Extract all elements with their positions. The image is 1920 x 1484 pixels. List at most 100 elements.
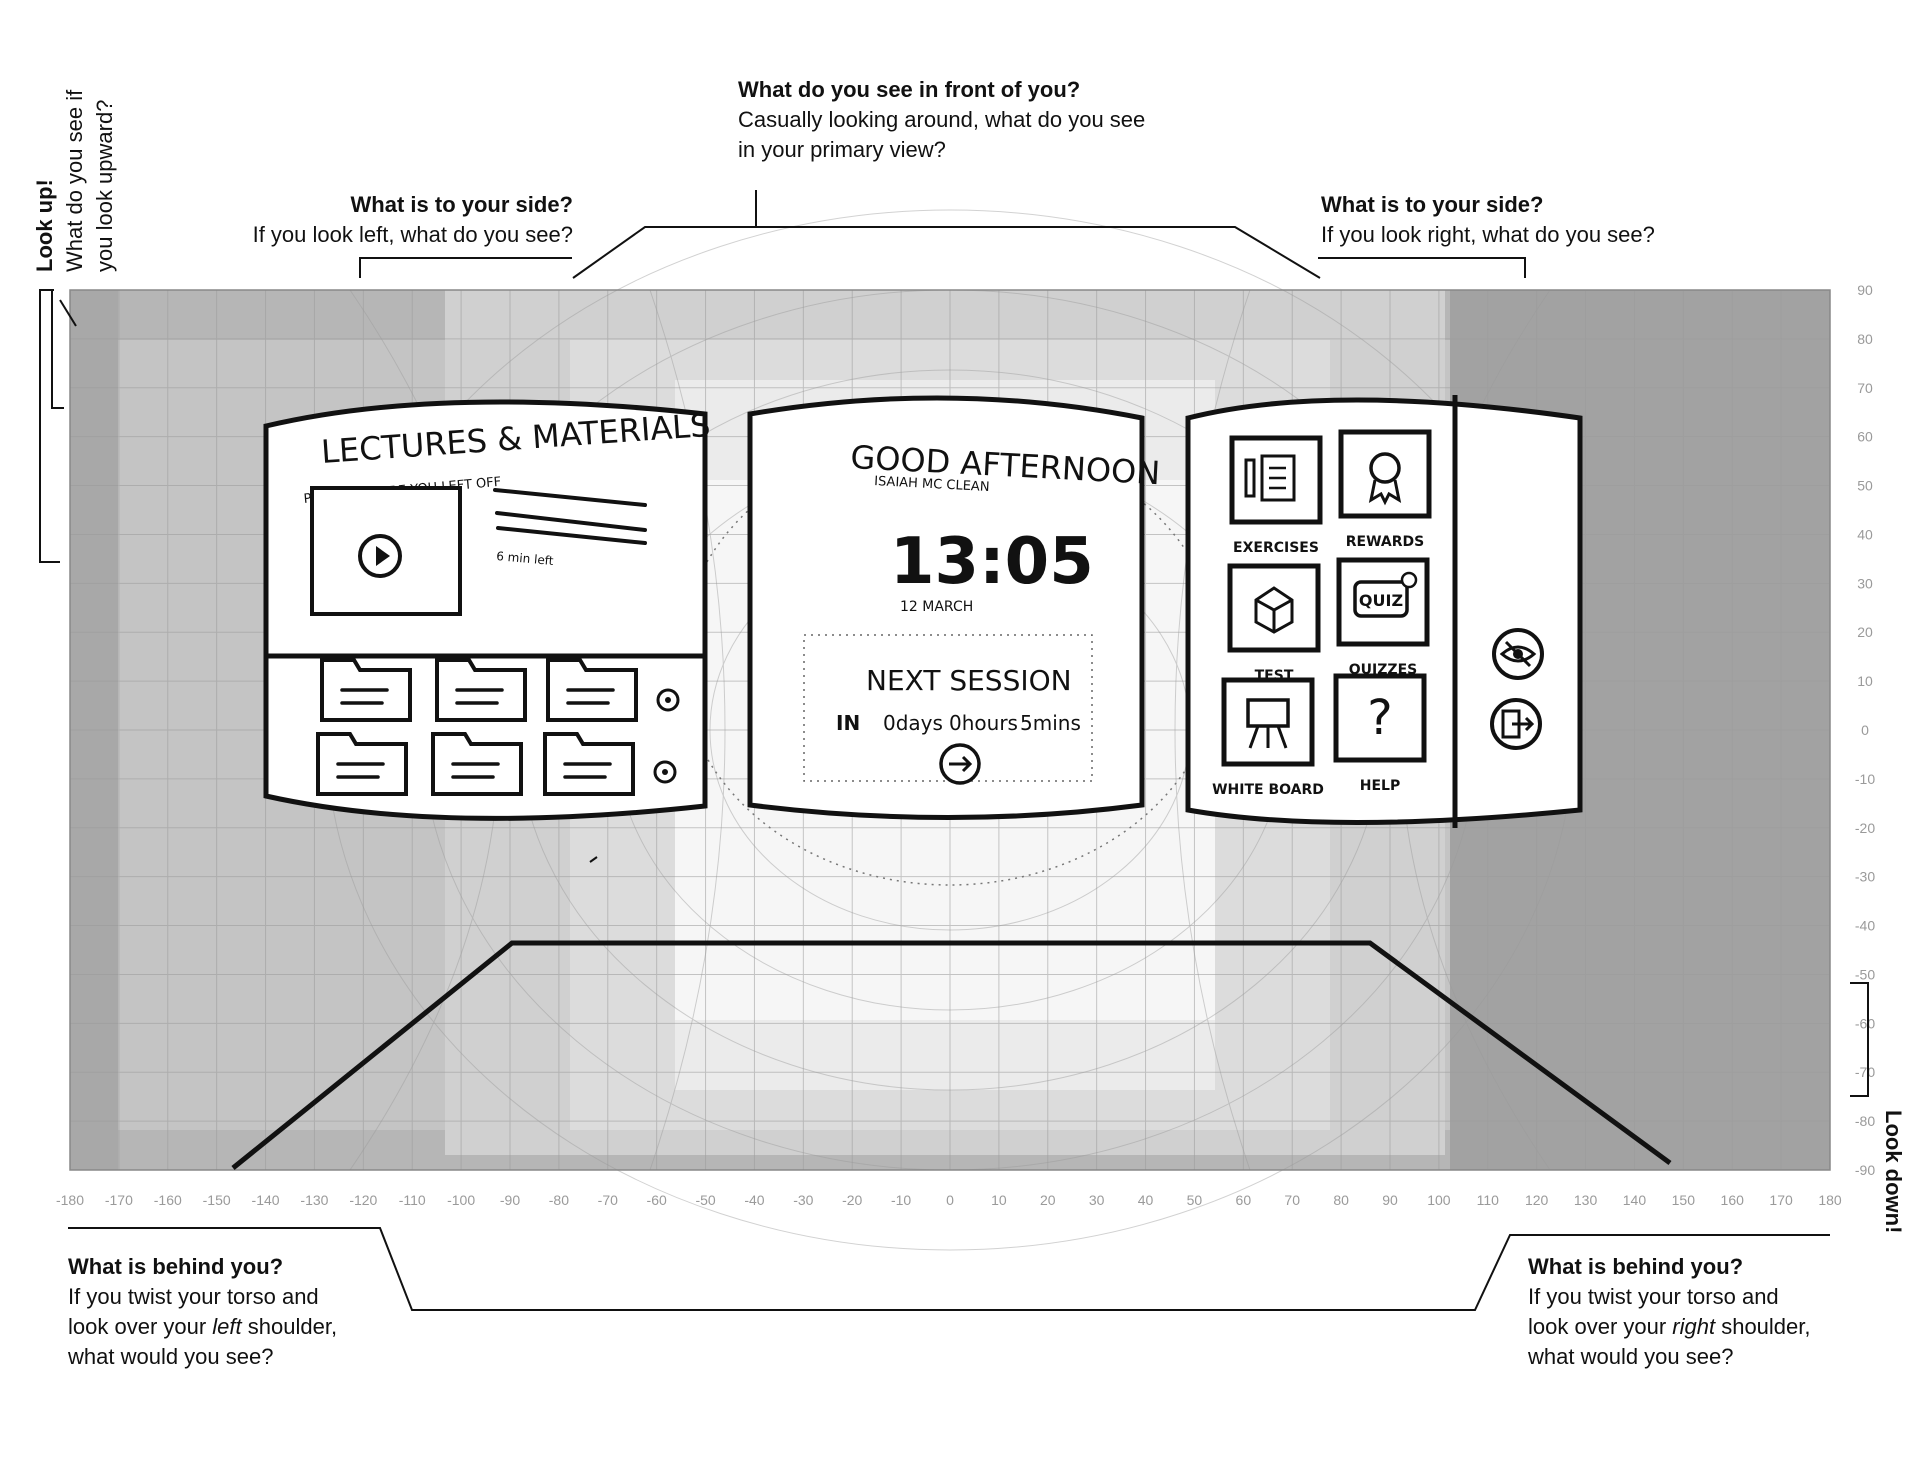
x-tick-label: 20 — [1040, 1192, 1056, 1208]
x-tick-label: 180 — [1818, 1192, 1842, 1208]
eye-hidden-icon[interactable] — [1492, 628, 1544, 680]
clock-time: 13:05 — [890, 525, 1094, 599]
video-thumbnail[interactable] — [310, 486, 462, 616]
go-arrow-button[interactable] — [939, 743, 981, 785]
tile-exercises[interactable]: EXERCISES — [1229, 435, 1323, 556]
x-tick-label: 50 — [1187, 1192, 1203, 1208]
y-tick-label: 0 — [1861, 722, 1869, 738]
x-tick-label: -20 — [842, 1192, 862, 1208]
document-pencil-icon — [1244, 454, 1296, 502]
right-side-body: If you look right, what do you see? — [1321, 222, 1655, 247]
y-tick-label: -80 — [1855, 1113, 1875, 1129]
arrow-icon-2[interactable] — [653, 760, 677, 784]
x-tick-label: 10 — [991, 1192, 1007, 1208]
behind-right-annotation: What is behind you? If you twist your to… — [1528, 1252, 1811, 1372]
right-side-annotation: What is to your side? If you look right,… — [1321, 190, 1655, 250]
front-line2: in your primary view? — [738, 137, 946, 162]
x-tick-label: 40 — [1138, 1192, 1154, 1208]
x-tick-label: 160 — [1721, 1192, 1745, 1208]
x-tick-label: 150 — [1672, 1192, 1696, 1208]
x-tick-label: 0 — [946, 1192, 954, 1208]
look-up-bracket-long — [39, 289, 60, 563]
annotation-connectors — [39, 190, 1869, 1311]
y-tick-label: -90 — [1855, 1162, 1875, 1178]
folder-icon[interactable] — [320, 658, 412, 722]
x-tick-label: -160 — [154, 1192, 182, 1208]
behind-left-bracket — [68, 1227, 1830, 1311]
behind-right-heading: What is behind you? — [1528, 1254, 1744, 1279]
x-tick-label: -30 — [793, 1192, 813, 1208]
folder-icon[interactable] — [435, 658, 527, 722]
y-tick-label: 70 — [1857, 380, 1873, 396]
folder-grid[interactable] — [316, 658, 638, 796]
x-tick-label: -130 — [300, 1192, 328, 1208]
tile-help[interactable]: ? HELP — [1333, 673, 1427, 794]
y-tick-label: 10 — [1857, 673, 1873, 689]
next-session-label: NEXT SESSION — [866, 664, 1072, 697]
look-up-annotation: Look up! What do you see if you look upw… — [30, 90, 120, 272]
behind-right-line2: look over your right shoulder, — [1528, 1314, 1811, 1339]
x-tick-label: -150 — [203, 1192, 231, 1208]
x-axis-ticks: -180-170-160-150-140-130-120-110-100-90-… — [56, 1192, 1842, 1208]
x-tick-label: -50 — [695, 1192, 715, 1208]
x-tick-label: 110 — [1477, 1192, 1500, 1208]
y-tick-label: -40 — [1855, 918, 1875, 934]
look-up-line1: What do you see if — [62, 89, 87, 272]
x-tick-label: -140 — [252, 1192, 280, 1208]
x-tick-label: 70 — [1284, 1192, 1300, 1208]
behind-left-line2: look over your left shoulder, — [68, 1314, 338, 1339]
y-tick-label: 80 — [1857, 331, 1873, 347]
behind-left-line1: If you twist your torso and — [68, 1284, 319, 1309]
behind-right-line1: If you twist your torso and — [1528, 1284, 1779, 1309]
x-tick-label: 130 — [1574, 1192, 1598, 1208]
tile-white-board[interactable]: WHITE BOARD — [1212, 677, 1324, 798]
next-session-hours: 0hours — [949, 711, 1018, 735]
look-down-bracket — [1850, 982, 1869, 1097]
left-side-annotation: What is to your side? If you look left, … — [218, 190, 573, 250]
tile-test[interactable]: TEST — [1227, 563, 1321, 684]
y-tick-label: -50 — [1855, 966, 1875, 982]
award-ribbon-icon — [1368, 452, 1402, 506]
lectures-materials-panel[interactable]: LECTURES & MATERIALS PICK UP WHERE YOU L… — [263, 399, 712, 821]
x-tick-label: -40 — [744, 1192, 764, 1208]
exit-door-icon[interactable] — [1490, 698, 1542, 750]
folder-icon[interactable] — [543, 732, 635, 796]
next-session-prefix: IN — [836, 711, 860, 735]
tile-rewards[interactable]: REWARDS — [1338, 429, 1432, 550]
quiz-badge-text: QUIZ — [1359, 591, 1403, 610]
x-tick-label: -70 — [598, 1192, 618, 1208]
folder-icon[interactable] — [316, 732, 408, 796]
x-tick-label: -180 — [56, 1192, 84, 1208]
x-tick-label: 100 — [1427, 1192, 1451, 1208]
video-progress-lines — [493, 488, 647, 545]
tile-label: EXERCISES — [1233, 540, 1319, 556]
next-session-days: 0days — [883, 711, 943, 735]
y-axis-ticks: 9080706050403020100-10-20-30-40-50-60-70… — [1855, 282, 1875, 1178]
left-side-heading: What is to your side? — [350, 192, 573, 217]
easel-icon — [1246, 698, 1290, 749]
arrow-icon[interactable] — [656, 688, 680, 712]
x-tick-label: -90 — [500, 1192, 520, 1208]
folder-icon[interactable] — [546, 658, 638, 722]
x-tick-label: -170 — [105, 1192, 133, 1208]
y-tick-label: 90 — [1857, 282, 1873, 298]
x-tick-label: -100 — [447, 1192, 475, 1208]
y-tick-label: -70 — [1855, 1064, 1875, 1080]
y-tick-label: -60 — [1855, 1015, 1875, 1031]
y-tick-label: 20 — [1857, 624, 1873, 640]
x-tick-label: 170 — [1769, 1192, 1793, 1208]
play-icon[interactable] — [358, 534, 402, 578]
next-session-mins: 5mins — [1020, 711, 1081, 735]
x-tick-label: 80 — [1333, 1192, 1349, 1208]
x-tick-label: 120 — [1525, 1192, 1549, 1208]
user-name: ISAIAH MC CLEAN — [874, 474, 990, 495]
tile-label: WHITE BOARD — [1212, 782, 1324, 798]
tile-label: HELP — [1360, 778, 1400, 794]
help-glyph: ? — [1367, 690, 1392, 746]
tile-label: REWARDS — [1346, 534, 1424, 550]
x-tick-label: 60 — [1236, 1192, 1252, 1208]
folder-icon[interactable] — [431, 732, 523, 796]
